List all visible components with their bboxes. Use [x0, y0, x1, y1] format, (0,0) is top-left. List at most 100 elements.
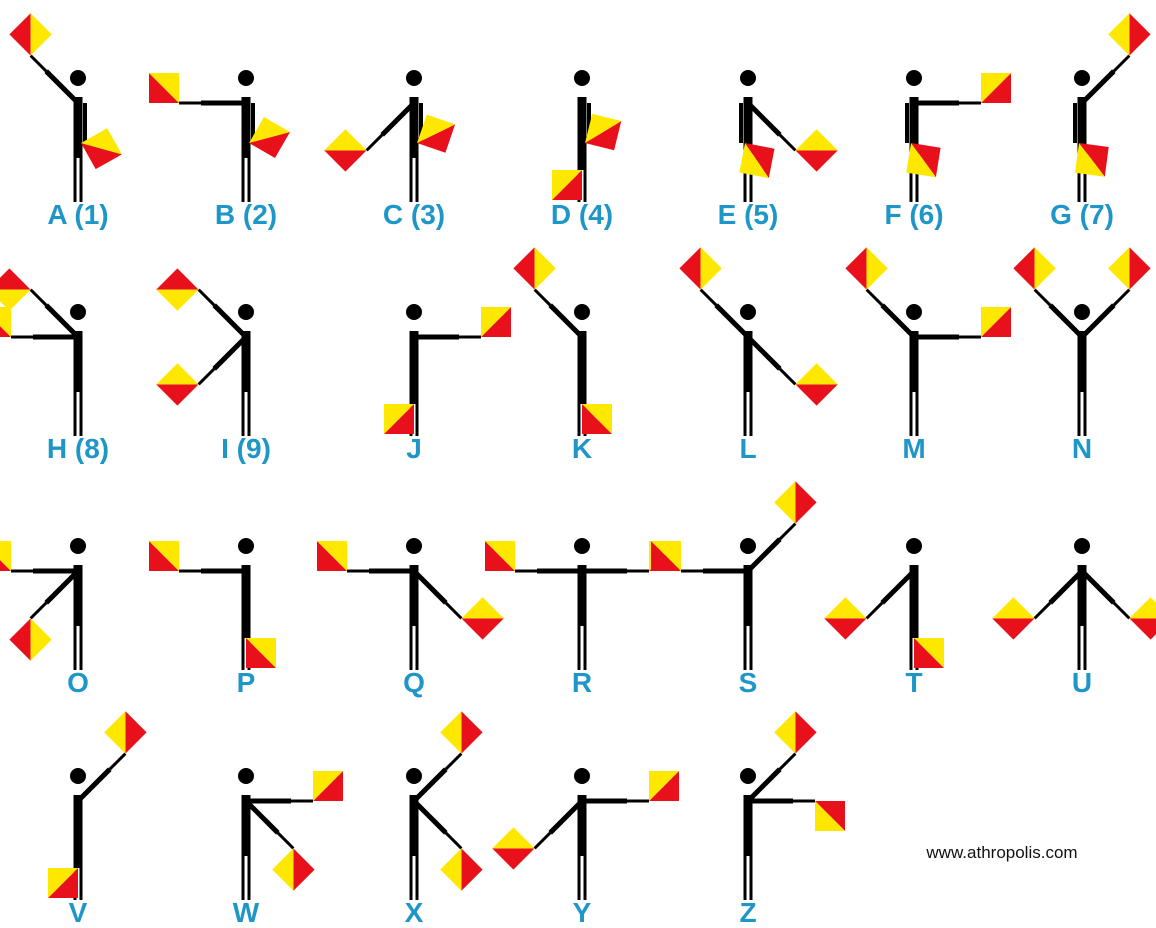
flag-1: [774, 481, 816, 523]
semaphore-signal: V: [48, 711, 147, 928]
flag-yellow-half: [774, 481, 795, 523]
figure-head: [574, 768, 590, 784]
flag-staff: [867, 290, 883, 306]
figure-head: [740, 538, 756, 554]
flag-red-half: [125, 711, 146, 753]
flag-staff: [1114, 290, 1130, 306]
flag-1: [582, 404, 612, 434]
figure-head: [238, 70, 254, 86]
figure-arm: [414, 801, 446, 833]
flag-1: [795, 363, 837, 405]
flag-1: [774, 711, 816, 753]
semaphore-signal: I (9): [156, 268, 271, 464]
semaphore-signal: G (7): [1050, 13, 1150, 230]
flag-yellow-half: [440, 711, 461, 753]
flag-0: [845, 247, 887, 289]
figure-arm: [1082, 571, 1114, 603]
flag-staff: [535, 290, 551, 306]
flag-red-half: [1129, 13, 1150, 55]
signal-label: X: [405, 897, 424, 928]
flag-yellow-half: [104, 711, 125, 753]
flag-red-half: [992, 618, 1034, 639]
flag-staff: [446, 754, 462, 770]
flag-1: [649, 771, 679, 801]
flag-1: [914, 638, 944, 668]
flag-red-half: [156, 384, 198, 405]
flag-red-half: [795, 481, 816, 523]
figure-head: [406, 768, 422, 784]
signal-label: C (3): [383, 199, 445, 230]
flag-0: [384, 404, 414, 434]
flag-yellow-half: [156, 290, 198, 311]
figure-head: [574, 304, 590, 320]
flag-red-half: [324, 150, 366, 171]
flag-staff: [780, 135, 796, 151]
signal-label: W: [233, 897, 260, 928]
signal-label: R: [572, 667, 592, 698]
signal-label: Q: [403, 667, 425, 698]
flag-yellow-half: [156, 363, 198, 384]
semaphore-signal: Y: [492, 768, 679, 928]
semaphore-signal: J: [384, 304, 511, 464]
flag-1: [156, 268, 198, 310]
flag-0: [651, 541, 681, 571]
flag-staff: [31, 290, 47, 306]
flag-0: [992, 597, 1034, 639]
flag-0: [492, 827, 534, 869]
flag-yellow-half: [701, 247, 722, 289]
figure-arm: [550, 801, 582, 833]
semaphore-signal: R: [485, 538, 679, 698]
signal-label: Y: [573, 897, 592, 928]
figure-head: [70, 768, 86, 784]
flag-staff: [31, 56, 47, 72]
signal-label: E (5): [718, 199, 779, 230]
flag-staff: [1035, 603, 1051, 619]
semaphore-signal: L: [679, 247, 837, 464]
flag-staff: [867, 603, 883, 619]
flag-staff: [780, 524, 796, 540]
figure-arm: [748, 337, 780, 369]
figure-head: [574, 70, 590, 86]
figure-arm: [382, 103, 414, 135]
signal-label: B (2): [215, 199, 277, 230]
semaphore-signal: A (1): [9, 13, 122, 230]
semaphore-signal: S: [651, 481, 817, 698]
flag-0: [739, 143, 774, 178]
flag-staff: [1114, 603, 1130, 619]
figure-arm: [414, 571, 446, 603]
flag-yellow-half: [324, 129, 366, 150]
flag-0: [272, 848, 314, 890]
flag-0: [317, 541, 347, 571]
flag-red-half: [461, 848, 482, 890]
signal-label: A (1): [47, 199, 108, 230]
flag-staff: [1114, 56, 1130, 72]
signal-label: O: [67, 667, 89, 698]
flag-0: [1075, 143, 1109, 177]
flag-staff: [780, 754, 796, 770]
flag-1: [1129, 597, 1156, 639]
flag-red-half: [1129, 247, 1150, 289]
signal-label: H (8): [47, 433, 109, 464]
flag-0: [48, 868, 78, 898]
flag-yellow-half: [992, 597, 1034, 618]
semaphore-signal: T: [824, 538, 944, 698]
figure-head: [70, 538, 86, 554]
semaphore-signal: H (8): [0, 268, 109, 464]
flag-staff: [1035, 290, 1051, 306]
signal-label: L: [739, 433, 756, 464]
flag-yellow-half: [795, 129, 837, 150]
flag-yellow-half: [31, 618, 52, 660]
flag-0: [815, 801, 845, 831]
flag-yellow-half: [492, 827, 534, 848]
flag-0: [149, 541, 179, 571]
flag-0: [824, 597, 866, 639]
flag-0: [156, 363, 198, 405]
figure-arm: [214, 337, 246, 369]
signal-label: G (7): [1050, 199, 1114, 230]
flag-staff: [780, 369, 796, 385]
flag-red-half: [679, 247, 700, 289]
figure-head: [906, 70, 922, 86]
signal-label: P: [237, 667, 256, 698]
flag-0: [324, 129, 366, 171]
flag-red-half: [492, 848, 534, 869]
